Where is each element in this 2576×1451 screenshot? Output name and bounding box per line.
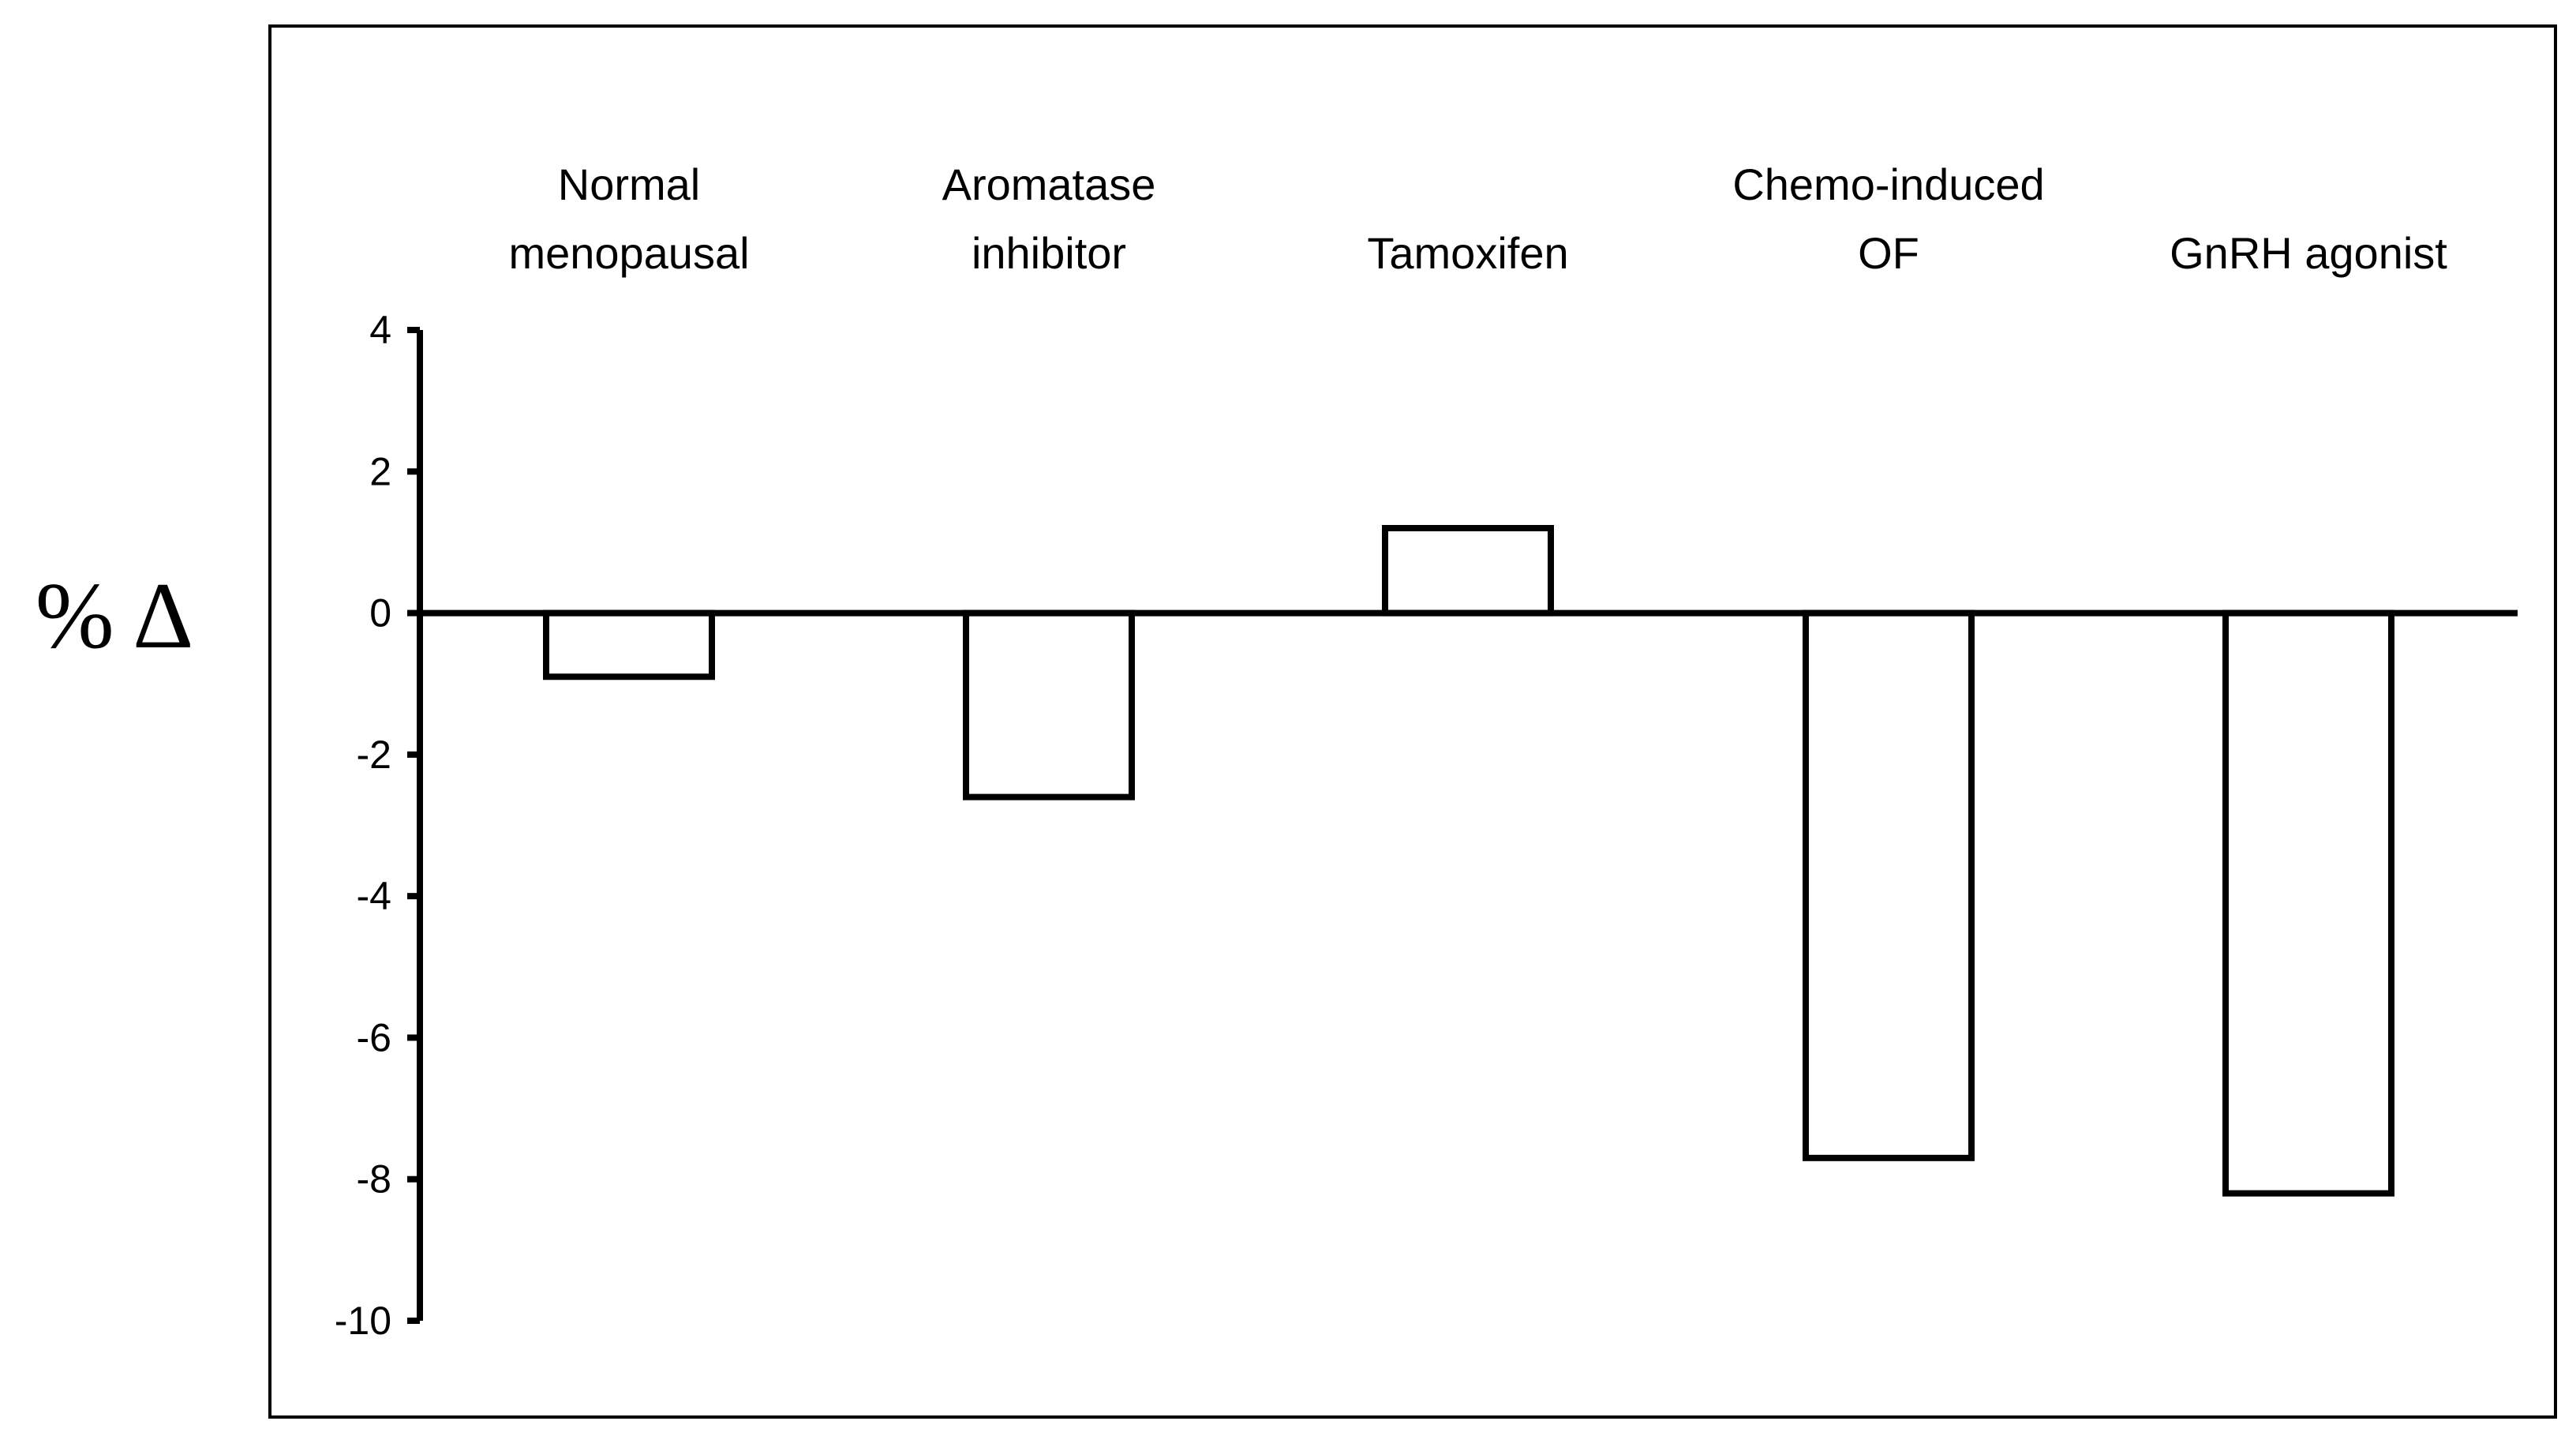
x-category-label: Tamoxifen: [1367, 228, 1568, 278]
bar: [963, 609, 1135, 800]
y-tick-label: 2: [369, 449, 391, 493]
axes-group: [417, 330, 2518, 1321]
bar: [2222, 609, 2394, 1197]
y-tick-label: -10: [335, 1299, 391, 1343]
y-tick-label: -4: [357, 874, 391, 918]
y-ticks-group: 4 2 0 -2 -4 -6 -8 -10: [335, 308, 420, 1343]
y-tick-label: -2: [357, 733, 391, 777]
y-tick-label: 4: [369, 308, 391, 352]
bar: [1382, 525, 1554, 617]
y-tick-label: 0: [369, 591, 391, 636]
y-tick-label: -6: [357, 1015, 391, 1059]
bar: [1803, 609, 1975, 1161]
y-axis-label: % Δ: [36, 563, 194, 668]
bar: [543, 609, 715, 681]
x-category-label: GnRH agonist: [2170, 228, 2447, 278]
chart-frame: [268, 24, 2557, 1419]
y-tick-label: -8: [357, 1157, 391, 1202]
